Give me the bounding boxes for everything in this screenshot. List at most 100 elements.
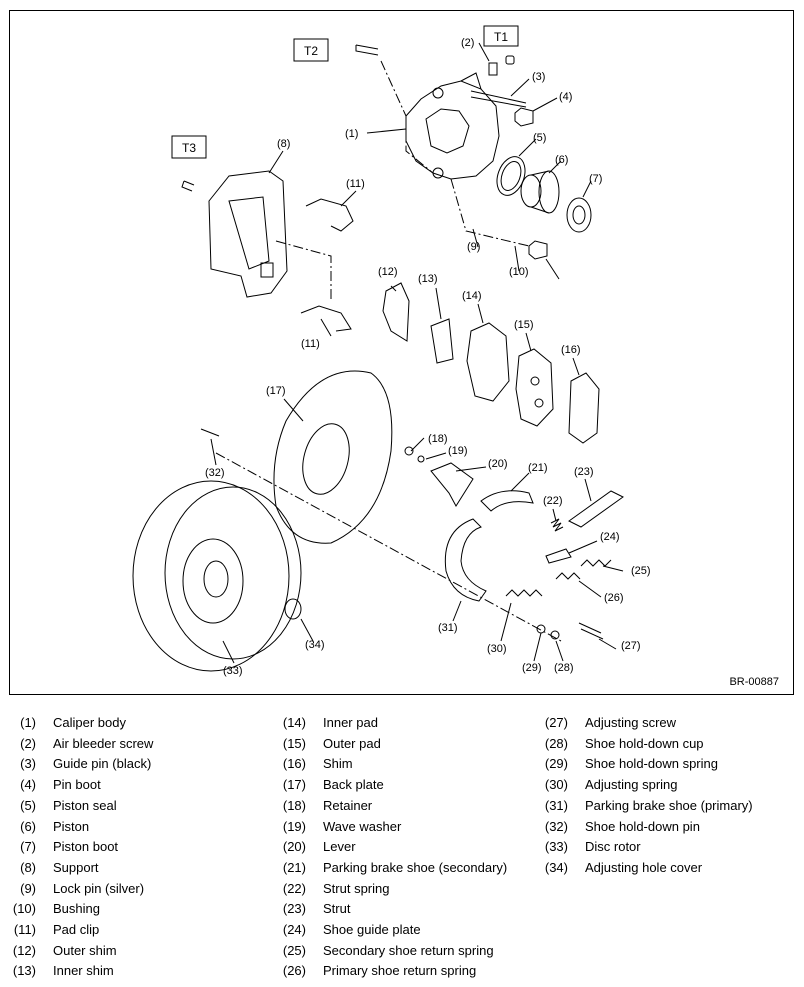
callout-19: (19): [448, 445, 468, 457]
legend-item: (34) Adjusting hole cover: [528, 858, 753, 879]
legend-item-name: Retainer: [323, 797, 373, 813]
callout-5: (5): [533, 132, 546, 144]
legend-item: (20)Lever: [266, 837, 507, 858]
callout-32: (32): [205, 467, 225, 479]
legend-item-number: (7): [20, 839, 36, 855]
callout-24: (24): [600, 531, 620, 543]
legend-item-name: Pad clip: [53, 922, 100, 938]
legend-item: (23)Strut: [266, 899, 507, 920]
legend-column-1: (1)Caliper body(2)Air bleeder screw(3)Gu…: [0, 713, 154, 982]
pad-clip-part: [300, 198, 354, 332]
legend-item: (18)Retainer: [266, 796, 507, 817]
legend-item-number: (16): [282, 756, 306, 772]
legend-item: (24)Shoe guide plate: [266, 920, 507, 941]
back-plate-part: [273, 370, 393, 544]
legend-item: (12)Outer shim: [0, 941, 153, 962]
inner-pad-part: [466, 322, 510, 402]
legend-item-name: Guide pin (black): [53, 756, 152, 772]
callout-30: (30): [487, 643, 507, 655]
legend-item-name: Piston seal: [53, 797, 117, 813]
legend-item-number: (11): [13, 922, 36, 938]
legend-item-number: (6): [20, 818, 36, 834]
legend-item-name: Shim: [323, 756, 353, 772]
callout-27: (27): [621, 640, 641, 652]
legend-item: (14)Inner pad: [266, 713, 507, 734]
callout-6: (6): [555, 154, 568, 166]
outer-shim-part: [382, 282, 410, 342]
legend-item-name: Shoe hold-down pin: [585, 818, 700, 834]
legend-item-number: (29): [544, 756, 568, 772]
tool-label-t1: T1: [494, 30, 508, 44]
legend-item: (11) Pad clip: [0, 920, 153, 941]
legend-item-number: (34): [544, 859, 568, 875]
callout-8: (8): [277, 138, 290, 150]
legend-item: (25) Secondary shoe return spring: [266, 941, 507, 962]
legend-item: (26) Primary shoe return spring: [266, 961, 507, 982]
legend-item: (6) Piston: [0, 817, 153, 838]
exploded-diagram-frame: T2 T1 T3 (1) (2) (3) (4) (5) (6) (7) (8)…: [9, 10, 794, 695]
callout-17: (17): [266, 385, 286, 397]
strut-part: [568, 490, 624, 528]
adjusting-screw-part: [578, 622, 604, 640]
legend-item: (22)Strut spring: [266, 879, 507, 900]
shim-part: [568, 372, 600, 444]
support-part: [208, 170, 288, 298]
piston-boot-part: [566, 197, 592, 233]
legend-item: (9) Lock pin (silver): [0, 879, 153, 900]
legend-item: (33)Disc rotor: [528, 837, 753, 858]
legend-item-name: Piston boot: [53, 839, 119, 855]
legend-item-number: (10): [12, 901, 36, 917]
legend-item: (31)Parking brake shoe (primary): [528, 796, 753, 817]
callout-16: (16): [561, 344, 581, 356]
tool-label-t3: T3: [182, 141, 196, 155]
legend-item-name: Adjusting hole cover: [585, 859, 703, 875]
piston-seal-part: [496, 156, 526, 196]
adjusting-hole-cover-part: [284, 598, 302, 620]
lever-part: [430, 462, 474, 507]
parking-brake-shoe-secondary-part: [480, 490, 534, 512]
legend-item-name: Lock pin (silver): [53, 880, 145, 896]
legend-item-number: (26): [282, 963, 306, 979]
callout-9: (9): [467, 241, 480, 253]
callout-29: (29): [522, 662, 542, 674]
air-bleeder-screw-part: [488, 55, 515, 76]
legend-item-number: (9): [20, 880, 36, 896]
callout-25: (25): [631, 565, 651, 577]
legend-item-number: (25): [282, 942, 306, 958]
callout-14: (14): [462, 290, 482, 302]
legend-item-number: (5): [20, 797, 36, 813]
callout-21: (21): [528, 462, 548, 474]
legend-item: (3)Guide pin (black): [0, 754, 153, 775]
legend-item: (5) Piston seal: [0, 796, 153, 817]
callout-22: (22): [543, 495, 563, 507]
callout-28: (28): [554, 662, 574, 674]
callout-10: (10): [509, 266, 529, 278]
legend-item: (2)Air bleeder screw: [0, 734, 153, 755]
legend-item: (7) Piston boot: [0, 837, 153, 858]
legend-item: (30)Adjusting spring: [528, 775, 753, 796]
callout-1: (1): [345, 128, 358, 140]
legend-item-name: Bushing: [53, 901, 100, 917]
callout-11-bottom: (11): [301, 338, 320, 350]
legend-item-number: (23): [282, 901, 306, 917]
legend-item: (32)Shoe hold-down pin: [528, 817, 753, 838]
outer-pad-part: [515, 348, 554, 427]
primary-shoe-return-spring-part: [555, 572, 581, 580]
legend-item-name: Parking brake shoe (primary): [585, 797, 753, 813]
legend-item-name: Air bleeder screw: [53, 735, 154, 751]
figure-id: BR-00887: [729, 676, 779, 688]
callout-12: (12): [378, 266, 398, 278]
legend-item: (16) Shim: [266, 754, 507, 775]
callout-15: (15): [514, 319, 534, 331]
legend-item-name: Piston: [53, 818, 90, 834]
pin-boot-part: [514, 107, 548, 260]
secondary-shoe-return-spring-part: [580, 559, 612, 567]
tool-box-t3: [171, 135, 207, 159]
legend-item: (17)Back plate: [266, 775, 507, 796]
legend-item-name: Primary shoe return spring: [323, 963, 477, 979]
callout-4: (4): [559, 91, 572, 103]
legend-item-number: (21): [282, 859, 306, 875]
legend-item-name: Secondary shoe return spring: [323, 942, 494, 958]
callout-7: (7): [589, 173, 602, 185]
callout-33: (33): [223, 665, 243, 677]
